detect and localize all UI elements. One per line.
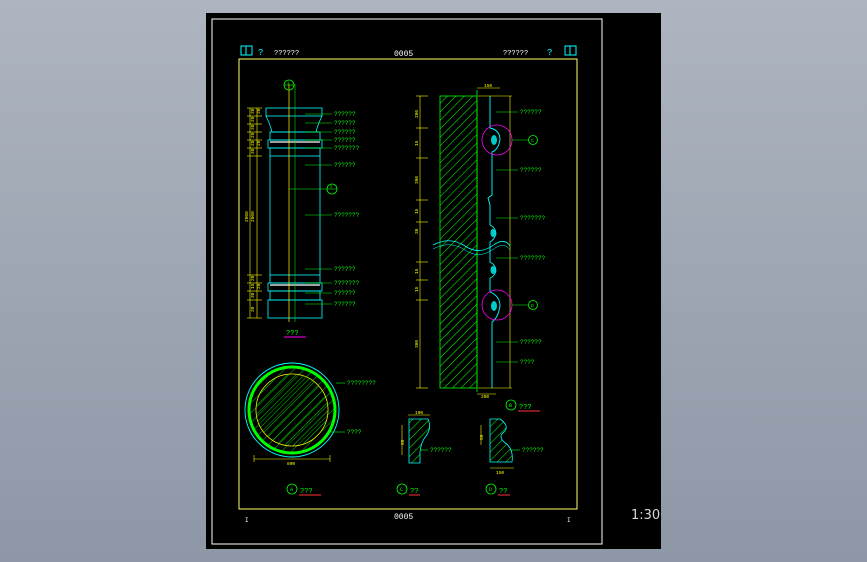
column-elevation-title: ??? — [286, 330, 299, 338]
section-marker-2: 2 — [289, 183, 338, 195]
plan-label-2: ???? — [347, 429, 362, 436]
wall-bottom-dim: 200 — [481, 394, 489, 400]
header-q-left: ? — [258, 48, 263, 58]
wall-dim-6: 15 — [414, 268, 420, 274]
col-dim-11: 30 — [250, 292, 256, 298]
col-dim-9: 20 — [250, 275, 256, 281]
col-dim-8: 20 — [256, 140, 262, 146]
sheet-code-bottom: 0005 — [394, 513, 413, 522]
wall-label-4: ??????? — [520, 255, 546, 262]
detail-callout-c: C — [481, 124, 538, 156]
svg-text:B: B — [509, 403, 512, 409]
col-dim-6: 30 — [250, 148, 256, 154]
wall-label-3: ??????? — [520, 215, 546, 222]
detail-d-marker — [485, 483, 497, 495]
wall-label-5: ?????? — [520, 339, 542, 346]
plan-section-title: ??? — [300, 488, 313, 496]
detail-d-title: ?? — [499, 488, 507, 496]
wall-dim-5: 30 — [414, 228, 420, 234]
svg-text:1: 1 — [287, 82, 290, 86]
col-dim-10: 15 — [250, 283, 256, 289]
svg-text:C: C — [531, 138, 534, 144]
svg-text:2: 2 — [330, 186, 333, 190]
wall-section: 200 15 300 15 30 15 15 300 150 200 — [414, 83, 546, 412]
wall-dim-2: 15 — [414, 140, 420, 146]
detail-d: 50 150 ?????? D ?? — [479, 418, 544, 496]
column-elevation: 30 20 30 20 20 30 30 20 2000 2800 20 15 … — [244, 79, 360, 338]
wall-dim-1: 200 — [414, 110, 420, 118]
detail-c-label: ?????? — [430, 447, 452, 454]
plan-section: ???????? ???? 800 A ??? — [244, 362, 376, 496]
detail-c-dim-side: 80 — [400, 439, 406, 445]
header-right-text: ?????? — [503, 50, 528, 58]
svg-text:D: D — [489, 487, 492, 493]
wall-dim-4: 15 — [414, 208, 420, 214]
detail-d-dim-side: 50 — [479, 434, 485, 440]
detail-c: 100 80 ?????? C ?? — [396, 410, 452, 496]
col-label-2: ?????? — [334, 120, 356, 127]
wall-label-6: ???? — [520, 359, 535, 366]
header-left-text: ?????? — [274, 50, 299, 58]
col-dim-1: 30 — [250, 108, 256, 114]
wall-label-2: ?????? — [520, 167, 542, 174]
col-dim-5: 20 — [250, 140, 256, 146]
page-mark-right: I — [567, 517, 571, 524]
col-label-10: ?????? — [334, 290, 356, 297]
col-dim-2: 20 — [250, 116, 256, 122]
col-label-1: ?????? — [334, 111, 356, 118]
outer-border — [211, 18, 603, 545]
col-dim-7: 30 — [256, 108, 262, 114]
scale-label: 1:30 — [631, 508, 661, 523]
col-label-6: ?????? — [334, 162, 356, 169]
detail-c-title: ?? — [410, 488, 418, 496]
col-dim-4: 20 — [250, 132, 256, 138]
inner-frame — [238, 58, 578, 510]
page-mark-left: I — [245, 517, 249, 524]
col-label-8: ?????? — [334, 266, 356, 273]
plan-marker — [286, 483, 298, 495]
drawing-sheet — [206, 13, 661, 549]
col-label-7: ??????? — [334, 212, 360, 219]
col-dim-13: 38 — [250, 306, 256, 312]
detail-c-dim-top: 100 — [415, 410, 423, 416]
wall-label-1: ?????? — [520, 109, 542, 116]
detail-callout-d: D — [481, 289, 538, 321]
wall-top-dim: 150 — [484, 83, 492, 89]
svg-text:A: A — [290, 487, 293, 493]
col-label-5: ??????? — [334, 145, 360, 152]
col-dim-main: 2000 — [250, 211, 256, 222]
wall-dim-8: 300 — [414, 340, 420, 348]
header-q-right: ? — [547, 48, 552, 58]
plan-dim: 800 — [287, 461, 295, 467]
svg-text:D: D — [531, 303, 534, 309]
svg-text:C: C — [400, 487, 403, 493]
col-label-4: ?????? — [334, 137, 356, 144]
col-label-11: ?????? — [334, 301, 356, 308]
section-marker-1: 1 — [283, 79, 295, 91]
col-dim-total: 2800 — [244, 211, 250, 222]
wall-section-title: ??? — [519, 404, 532, 412]
col-label-3: ?????? — [334, 129, 356, 136]
col-dim-12: 20 — [256, 283, 262, 289]
detail-d-dim-bottom: 150 — [496, 470, 504, 476]
wall-dim-3: 300 — [414, 176, 420, 184]
sheet-code-top: 0005 — [394, 50, 413, 59]
wall-dim-7: 15 — [414, 286, 420, 292]
detail-d-label: ?????? — [522, 447, 544, 454]
col-dim-3: 30 — [250, 124, 256, 130]
detail-c-marker — [396, 483, 408, 495]
col-label-9: ??????? — [334, 280, 360, 287]
wall-section-marker — [505, 399, 517, 411]
title-block: ? ?????? 0005 ?????? ? — [240, 45, 577, 59]
plan-label-1: ???????? — [347, 380, 376, 387]
